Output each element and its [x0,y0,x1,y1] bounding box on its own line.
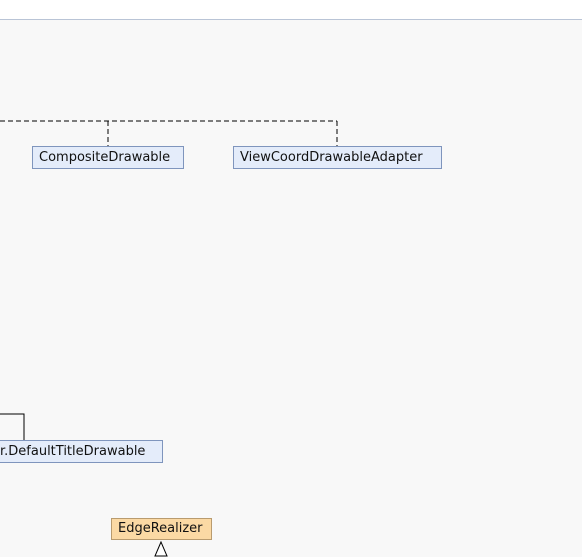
solid-connector-line [0,413,25,441]
node-default-title-drawable[interactable]: r.DefaultTitleDrawable [0,440,163,463]
node-composite-drawable[interactable]: CompositeDrawable [32,146,184,169]
node-edge-realizer[interactable]: EdgeRealizer [111,518,212,540]
inheritance-arrow-icon [154,540,168,557]
node-view-coord-drawable-adapter[interactable]: ViewCoordDrawableAdapter [233,146,442,169]
top-canvas-strip [0,0,582,20]
dashed-connector-line [0,120,338,146]
